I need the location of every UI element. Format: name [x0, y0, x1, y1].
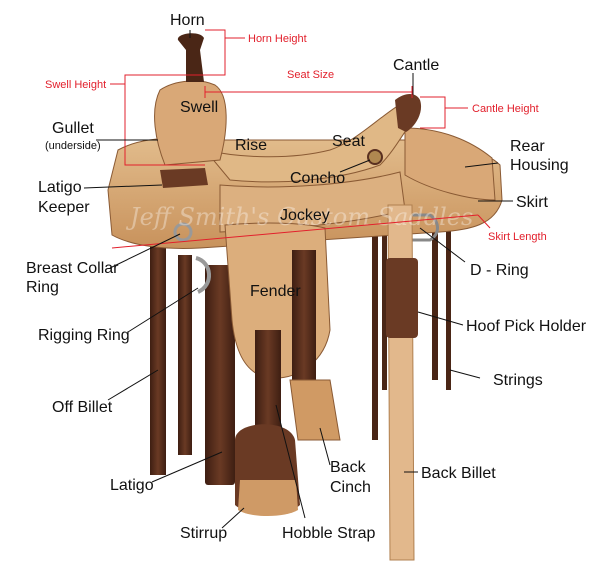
latigo-keeper-leader: [83, 184, 163, 189]
string-right-2: [446, 210, 451, 390]
back-cinch-leader: [319, 427, 331, 466]
label-swell: Swell: [180, 99, 218, 116]
back-cinch-pad: [289, 379, 341, 441]
label-hobble-strap: Hobble Strap: [282, 525, 375, 542]
breast-collar-leader: [109, 233, 181, 269]
label-stirrup: Stirrup: [180, 525, 227, 542]
horn-shape: [177, 33, 204, 82]
hoof-pick-holder-shape: [386, 258, 418, 338]
label-strings: Strings: [493, 372, 543, 389]
cantle-shape: [395, 94, 422, 132]
label-swell-height: Swell Height: [45, 79, 106, 91]
label-latigo-keeper-line1: Latigo: [38, 179, 82, 196]
part-labels: Horn Cantle Swell Rise Seat Gullet (unde…: [26, 12, 587, 542]
string-concho-2: [382, 160, 387, 390]
label-back-billet: Back Billet: [421, 465, 496, 482]
label-latigo-keeper-line2: Keeper: [38, 199, 90, 216]
label-d-ring: D - Ring: [470, 262, 529, 279]
swell-shape: [154, 80, 227, 166]
d-ring-shape: [408, 213, 439, 242]
label-rear-housing-line1: Rear: [510, 138, 545, 155]
label-hoof-pick-holder: Hoof Pick Holder: [466, 318, 587, 335]
horn-height-bracket: [205, 29, 226, 76]
swell-height-bracket: [124, 74, 205, 166]
rigging-strap: [178, 255, 192, 455]
measurement-guides: [110, 29, 491, 249]
rigging-ring-leader: [127, 287, 199, 333]
d-ring-leader: [419, 227, 466, 263]
rear-housing-leader: [464, 162, 499, 168]
label-back-cinch-line1: Back: [330, 459, 367, 476]
off-billet-strap: [150, 245, 166, 475]
skirt-length-leader: [477, 214, 491, 229]
label-cantle-height: Cantle Height: [472, 103, 539, 115]
label-rigging-ring: Rigging Ring: [38, 327, 130, 344]
stirrup-leader: [221, 507, 245, 529]
saddle-shape: Jeff Smith's Custom Saddles: [107, 33, 503, 561]
label-cantle: Cantle: [393, 57, 439, 74]
off-billet-leader: [107, 369, 159, 401]
string-right-1: [432, 210, 438, 380]
label-skirt-length: Skirt Length: [488, 231, 547, 243]
cantle-height-bracket: [420, 96, 446, 129]
label-horn-height: Horn Height: [248, 33, 307, 45]
label-seat-size: Seat Size: [287, 69, 334, 81]
watermark: Jeff Smith's Custom Saddles: [125, 203, 473, 231]
latigo-leader: [151, 451, 223, 483]
label-gullet: Gullet: [52, 120, 94, 137]
string-concho-1: [372, 160, 378, 440]
skirt-length-line: [111, 214, 479, 249]
breast-collar-ring-shape: [173, 222, 193, 242]
rigging-ring-shape: [195, 256, 211, 294]
label-seat: Seat: [332, 133, 365, 150]
label-breast-collar-line2: Ring: [26, 279, 59, 296]
hobble-strap-leader: [275, 404, 306, 519]
concho-leader: [339, 159, 371, 173]
label-gullet-underside: (underside): [45, 140, 101, 152]
hoof-pick-leader: [417, 311, 464, 326]
back-cinch-strap: [292, 250, 316, 380]
label-rear-housing-line2: Housing: [510, 157, 569, 174]
label-horn: Horn: [170, 12, 205, 29]
label-concho: Concho: [290, 170, 345, 187]
rear-housing-shape: [404, 127, 496, 201]
concho-shape: [367, 149, 383, 165]
measurement-labels: Horn Height Swell Height Seat Size Cantl…: [45, 33, 547, 243]
label-back-cinch-line2: Cinch: [330, 479, 371, 496]
label-rise: Rise: [235, 137, 267, 154]
label-fender: Fender: [250, 283, 301, 300]
leader-lines: [83, 30, 513, 529]
label-latigo: Latigo: [110, 477, 154, 494]
latigo-keeper-shape: [160, 168, 208, 188]
label-breast-collar-line1: Breast Collar: [26, 260, 119, 277]
stirrup-tread: [238, 480, 298, 516]
label-jockey: Jockey: [280, 207, 330, 224]
label-skirt: Skirt: [516, 194, 549, 211]
strings-leader: [449, 369, 481, 379]
label-off-billet: Off Billet: [52, 399, 113, 416]
latigo-strap: [205, 265, 235, 485]
